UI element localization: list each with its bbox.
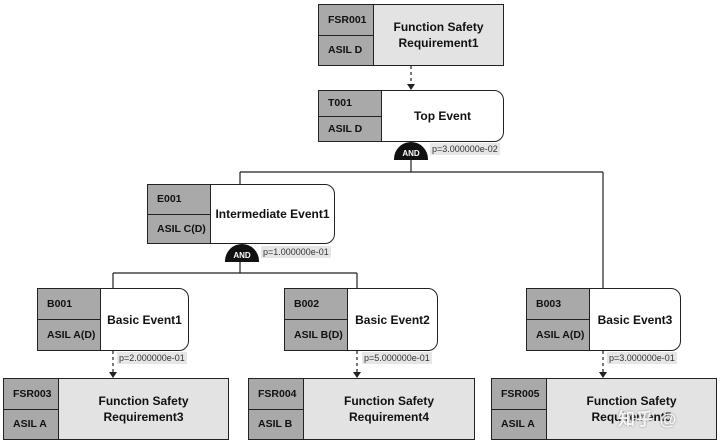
event-id: E001: [148, 185, 210, 215]
event-title: Intermediate Event1: [215, 207, 330, 221]
event-meta: B002 ASIL B(D): [285, 289, 348, 350]
event-meta: B001 ASIL A(D): [38, 289, 101, 350]
requirement-meta: FSR001 ASIL D: [319, 5, 374, 65]
event-meta: B003 ASIL A(D): [527, 289, 590, 350]
requirement-title: Function Safety Requirement4: [343, 394, 434, 424]
requirement-title: Function Safety Requirement3: [98, 394, 189, 424]
requirement-id: FSR005: [492, 379, 546, 410]
and-gate-top[interactable]: AND: [394, 142, 428, 160]
requirement-box-fsr003[interactable]: FSR003 ASIL A Function Safety Requiremen…: [3, 378, 229, 440]
event-id: B003: [527, 289, 589, 320]
event-title: Basic Event3: [597, 312, 673, 327]
event-title: Top Event: [413, 109, 472, 123]
event-meta: T001 ASIL D: [319, 91, 382, 141]
event-box-top-event[interactable]: T001 ASIL D Top Event: [318, 90, 504, 142]
event-id: B002: [285, 289, 347, 320]
requirement-title: Function Safety Requirement5: [586, 394, 677, 424]
requirement-meta: FSR004 ASIL B: [249, 379, 304, 439]
asil-level: ASIL B(D): [294, 329, 343, 341]
event-title: Basic Event1: [107, 312, 182, 327]
probability-label-b003: p=3.000000e-01: [607, 352, 677, 364]
requirement-box-fsr004[interactable]: FSR004 ASIL B Function Safety Requiremen…: [248, 378, 475, 440]
event-id: T001: [319, 91, 381, 117]
event-box-intermediate-event1[interactable]: E001 ASIL C(D) Intermediate Event1: [147, 184, 335, 244]
probability-label-b002: p=5.000000e-01: [362, 352, 432, 364]
asil-level: ASIL A: [13, 418, 47, 431]
asil-level: ASIL B: [258, 418, 293, 431]
event-meta: E001 ASIL C(D): [148, 185, 211, 243]
requirement-box-fsr005[interactable]: FSR005 ASIL A Function Safety Requiremen…: [491, 378, 717, 440]
event-box-basic-event3[interactable]: B003 ASIL A(D) Basic Event3: [526, 288, 681, 351]
probability-label-intermediate: p=1.000000e-01: [261, 246, 331, 258]
event-box-basic-event2[interactable]: B002 ASIL B(D) Basic Event2: [284, 288, 438, 351]
event-id: B001: [38, 289, 100, 320]
event-box-basic-event1[interactable]: B001 ASIL A(D) Basic Event1: [37, 288, 189, 351]
asil-level: ASIL D: [328, 122, 363, 135]
asil-level: ASIL D: [328, 44, 363, 57]
asil-level: ASIL A(D): [47, 329, 96, 341]
event-title: Basic Event2: [355, 312, 430, 327]
requirement-box-fsr001[interactable]: FSR001 ASIL D Function Safety Requiremen…: [318, 4, 504, 66]
requirement-id: FSR001: [319, 5, 373, 36]
requirement-id: FSR004: [249, 379, 303, 410]
requirement-id: FSR003: [4, 379, 58, 410]
asil-level: ASIL A(D): [536, 329, 585, 341]
probability-label-top: p=3.000000e-02: [430, 143, 500, 155]
asil-level: ASIL A: [501, 418, 535, 431]
and-gate-intermediate[interactable]: AND: [225, 244, 259, 262]
requirement-meta: FSR005 ASIL A: [492, 379, 547, 439]
asil-level: ASIL C(D): [157, 222, 206, 235]
watermark: 知乎 @: [618, 410, 678, 429]
requirement-meta: FSR003 ASIL A: [4, 379, 59, 439]
requirement-title: Function Safety Requirement1: [393, 20, 484, 50]
probability-label-b001: p=2.000000e-01: [117, 352, 187, 364]
